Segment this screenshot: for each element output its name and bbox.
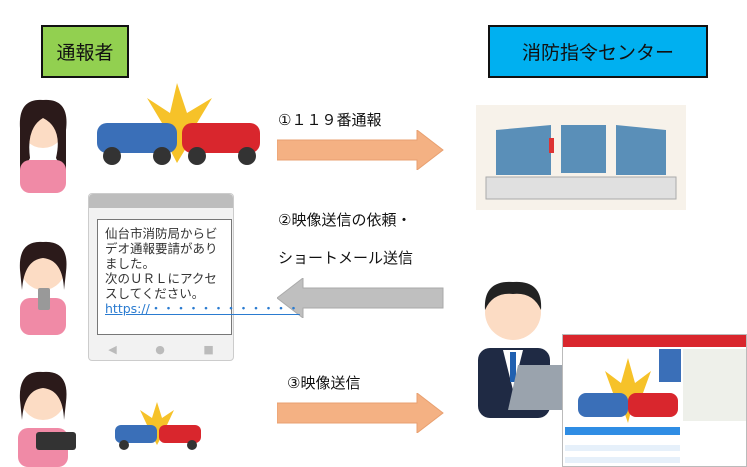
sms-line: 次のＵＲＬにアクセスしてください。 (105, 271, 217, 301)
video-call-screen (562, 334, 747, 467)
sms-url-link[interactable]: https://・・・・・・・・・・・・ (105, 301, 300, 316)
home-icon: ● (155, 343, 165, 356)
recent-apps-icon: ■ (203, 343, 214, 356)
operator-icon (478, 281, 573, 418)
arrow-right-icon (277, 130, 444, 170)
car-crash-icon (115, 402, 201, 450)
step2-label-line1: ②映像送信の依頼・ (278, 211, 412, 229)
center-label: 消防指令センター (488, 25, 708, 78)
back-icon: ◀ (108, 343, 117, 356)
step1-label: ①１１９番通報 (278, 111, 382, 129)
caller-video-thumb (659, 349, 681, 382)
sms-line: 仙台市消防局からビデオ通報要請がありました。 (105, 226, 218, 271)
caller-person-icon (19, 99, 67, 193)
arrow-left-icon (277, 278, 444, 318)
map-panel (683, 349, 746, 421)
dispatch-console-icon (476, 105, 686, 210)
caller-label: 通報者 (41, 25, 129, 78)
car-crash-icon (97, 83, 260, 165)
caller-person-icon (18, 371, 76, 467)
car-crash-icon (578, 358, 678, 423)
step3-label: ③映像送信 (287, 374, 361, 392)
sms-message: 仙台市消防局からビデオ通報要請がありました。 次のＵＲＬにアクセスしてください。… (97, 219, 300, 335)
caller-person-icon (19, 241, 67, 335)
step2-label-line2: ショートメール送信 (278, 249, 414, 267)
arrow-right-icon (277, 393, 444, 433)
